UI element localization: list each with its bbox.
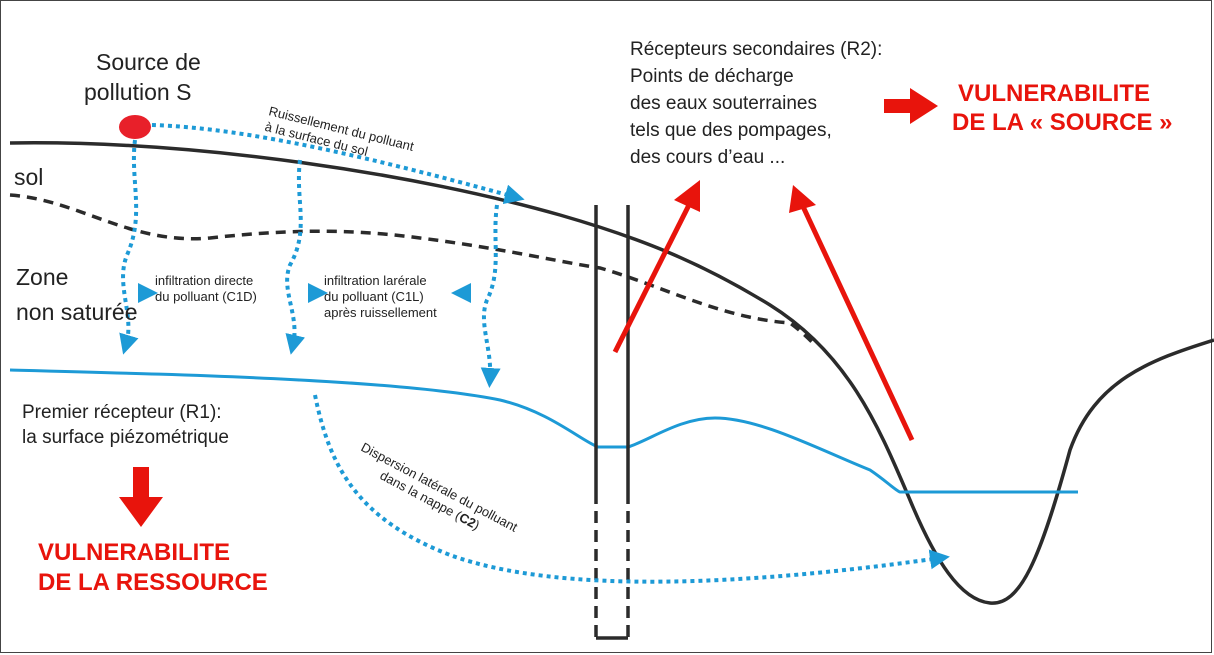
monitoring-well (594, 205, 630, 640)
source-label-line2: pollution S (84, 79, 191, 105)
r1-label-line2: la surface piézométrique (22, 427, 229, 448)
source-vulnerability-arrow (884, 88, 938, 124)
source-label-line1: Source de (96, 49, 201, 75)
c1l-label-line2: du polluant (C1L) (324, 289, 424, 304)
zone-label-line2: non saturée (16, 299, 137, 325)
r2-label-line1: Récepteurs secondaires (R2): (630, 39, 882, 60)
vulnerability-resource-line2: DE LA RESSOURCE (38, 569, 268, 596)
infiltration-arrow-direct (119, 139, 139, 355)
r2-label-line5: des cours d’eau ... (630, 147, 785, 168)
c1l-label-line3: après ruissellement (324, 305, 437, 320)
ground-surface-line (9, 141, 1214, 605)
r2-label-line2: Points de décharge (630, 66, 794, 87)
c1l-label-line1: infiltration larérale (324, 273, 427, 288)
r2-discharge-arrows (612, 180, 915, 442)
dispersion-label-c2: C2 (457, 510, 479, 531)
vulnerability-source-line2: DE LA « SOURCE » (952, 109, 1173, 136)
water-table-line (9, 368, 1078, 494)
soil-boundary-dashed (9, 193, 817, 347)
r2-label-line3: des eaux souterraines (630, 93, 817, 114)
c1d-label-line1: infiltration directe (155, 273, 253, 288)
infiltration-arrow-lateral-1 (285, 159, 306, 355)
pollution-source-dot (119, 115, 151, 139)
vulnerability-resource-line1: VULNERABILITE (38, 539, 230, 566)
vulnerability-source-line1: VULNERABILITE (958, 80, 1150, 107)
infiltration-arrow-lateral-2 (480, 204, 501, 388)
runoff-arrow (151, 123, 525, 205)
zone-label-line1: Zone (16, 264, 68, 290)
c1d-label-line2: du polluant (C1D) (155, 289, 257, 304)
resource-vulnerability-arrow (119, 467, 163, 527)
dispersion-label-line2-c: ) (471, 517, 482, 532)
r1-label-line1: Premier récepteur (R1): (22, 402, 222, 423)
sol-label: sol (14, 164, 43, 190)
r2-label-line4: tels que des pompages, (630, 120, 832, 141)
dispersion-arrow (313, 394, 950, 584)
